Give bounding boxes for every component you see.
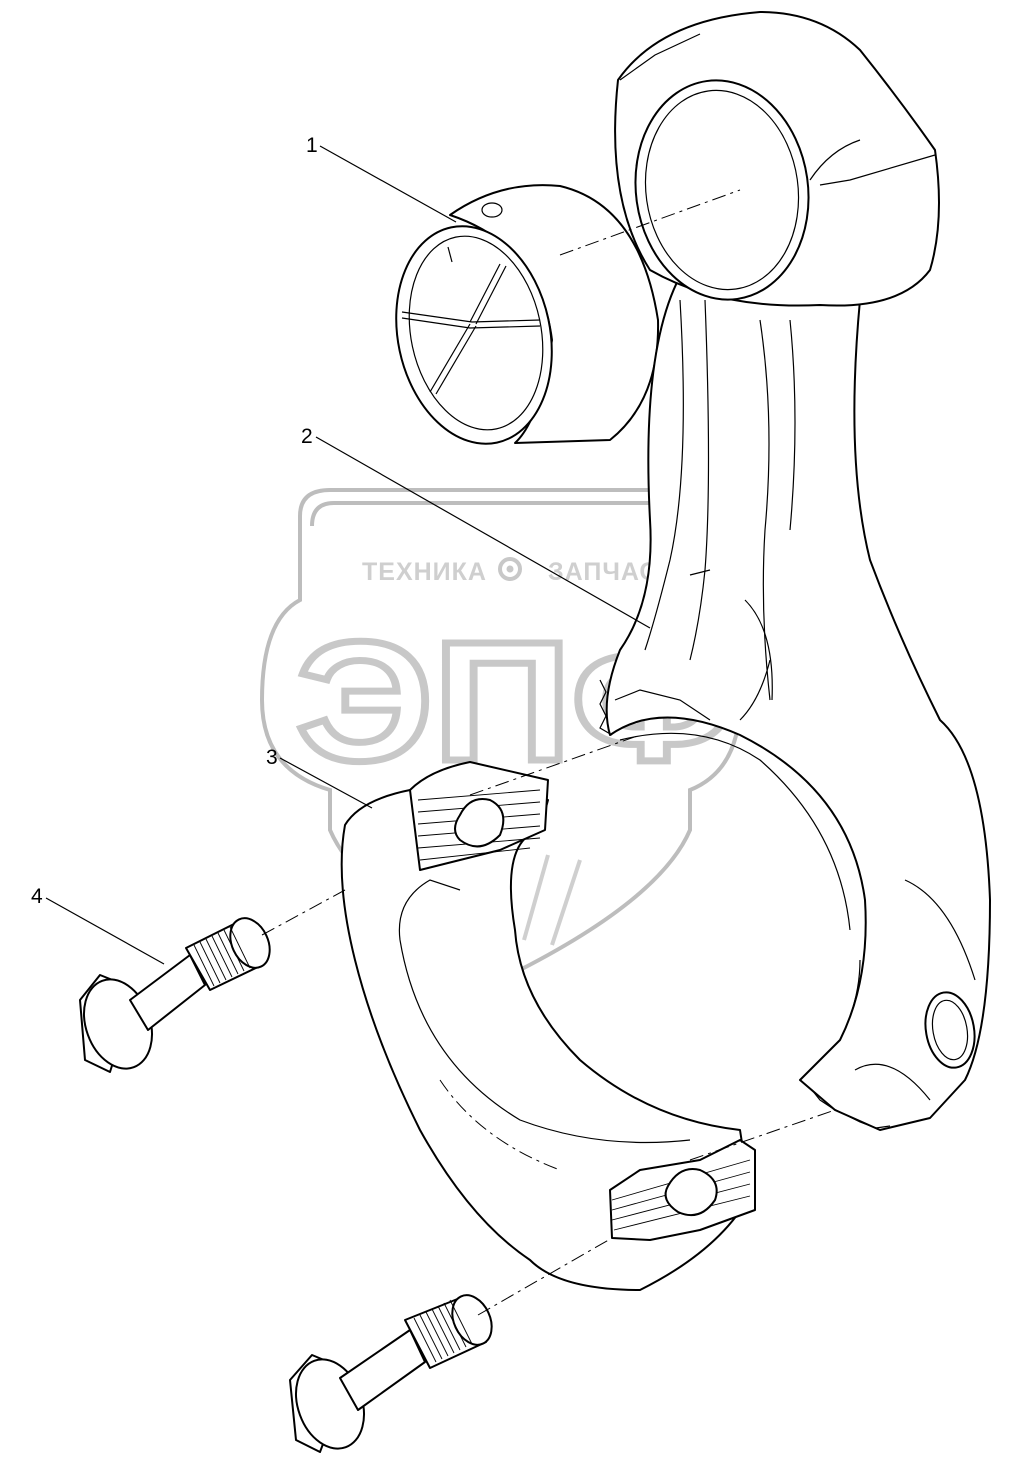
bushing-oil-hole: [481, 202, 503, 218]
callout-2-label: 2: [301, 425, 313, 448]
callout-2: 2: [301, 425, 651, 629]
watermark-left-word: ТЕХНИКА: [362, 558, 487, 586]
callout-1-label: 1: [306, 134, 318, 157]
bushing: [395, 184, 660, 445]
bolt-lower: [289, 1294, 493, 1453]
bolt-upper-thread: [193, 926, 251, 987]
callout-1: 1: [306, 134, 457, 223]
callout-3-label: 3: [266, 746, 278, 769]
bushing-oil-grooves: [401, 246, 541, 395]
bolt-upper: [79, 917, 271, 1073]
bolt-lower-thread: [413, 1299, 473, 1363]
callout-4-label: 4: [31, 885, 43, 908]
connecting-rod: [599, 11, 991, 1131]
watermark-gear-icon: [498, 557, 522, 581]
cap-bottom-bolt-hole: [664, 1168, 718, 1216]
cap-top-bolt-hole: [454, 798, 505, 848]
callout-3: 3: [266, 746, 373, 809]
bearing-cap: [340, 761, 756, 1291]
callout-4: 4: [31, 885, 165, 965]
assembly-center-lines: [261, 189, 836, 1316]
